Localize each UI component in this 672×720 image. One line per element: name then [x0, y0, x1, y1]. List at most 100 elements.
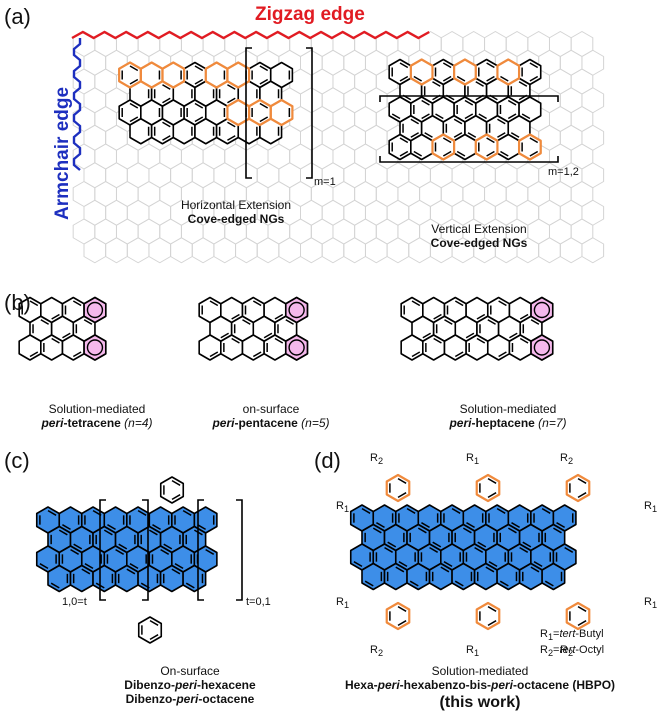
r2-bottom-left: R2 — [370, 644, 383, 658]
lattice-hexagon — [343, 237, 366, 264]
double-bond — [451, 507, 461, 514]
double-bond — [498, 351, 507, 358]
double-bond — [440, 566, 450, 573]
double-bond — [456, 150, 466, 157]
double-bond — [149, 619, 159, 626]
lattice-hexagon — [581, 162, 605, 189]
double-bond — [478, 113, 487, 120]
lattice-hexagon — [213, 162, 237, 189]
double-bond — [372, 527, 382, 534]
lattice-hexagon — [332, 106, 356, 132]
double-bond — [476, 337, 486, 344]
double-bond — [417, 527, 427, 534]
r: R — [644, 500, 652, 512]
rs: 2 — [567, 648, 574, 659]
m12-label: m=1,2 — [548, 166, 579, 178]
double-bond — [285, 319, 294, 325]
caption-suffix: -heptacene — [471, 416, 535, 430]
double-bond — [353, 561, 363, 568]
cap-c2a: Dibenzo- — [124, 678, 175, 692]
double-bond — [530, 319, 540, 325]
double-bond — [507, 113, 517, 120]
rs: 1 — [343, 600, 350, 611]
cap-c2b: peri — [174, 678, 197, 692]
lattice-hexagon — [115, 143, 139, 170]
r: R — [560, 452, 568, 464]
r: R — [560, 644, 568, 656]
highlighted-ring — [284, 296, 309, 324]
double-bond — [511, 522, 520, 529]
double-bond — [162, 97, 171, 104]
double-bond — [197, 524, 206, 531]
r1-right-bottom: R1 — [644, 596, 657, 610]
rs: 1 — [343, 504, 350, 515]
lg1c: = — [553, 628, 560, 640]
lg2b: 2 — [547, 648, 554, 659]
lattice-hexagon — [570, 31, 594, 57]
bracket — [236, 499, 243, 601]
double-bond — [259, 102, 269, 109]
lattice-hexagon — [289, 143, 312, 170]
cove-hexagon — [269, 98, 294, 127]
double-bond — [497, 118, 506, 125]
double-bond — [72, 300, 82, 307]
lattice-hexagon — [148, 237, 172, 264]
double-bond — [242, 319, 251, 325]
lattice-hexagon — [343, 124, 366, 151]
lg1d: tert — [559, 628, 576, 640]
m1-label: m=1 — [314, 176, 336, 188]
highlighted-ring — [530, 296, 554, 324]
lattice-hexagon — [397, 181, 421, 207]
double-bond — [475, 81, 484, 87]
double-bond — [115, 548, 125, 555]
r: R — [370, 644, 378, 656]
double-bond — [263, 332, 273, 339]
double-bond — [518, 81, 528, 87]
lattice-hexagon — [581, 199, 605, 226]
peri-heptacene-caption: Solution-mediated peri-heptacene (n=7) — [428, 402, 588, 430]
double-bond — [556, 522, 566, 529]
double-bond — [47, 509, 57, 516]
peri-pentacene-caption: on-surface peri-pentacene (n=5) — [196, 402, 346, 430]
double-bond — [39, 563, 49, 570]
panel-c-caption: On-surface Dibenzo-peri-hexacene Dibenzo… — [90, 664, 290, 706]
double-bond — [126, 568, 136, 575]
bracket — [379, 95, 559, 102]
double-bond — [474, 546, 484, 553]
highlighted-ring — [530, 334, 554, 361]
lattice-hexagon — [105, 124, 128, 151]
zigzag-edge-path — [71, 30, 430, 40]
rs: 1 — [651, 504, 658, 515]
double-bond — [429, 546, 439, 553]
lattice-hexagon — [191, 162, 215, 189]
lattice-hexagon — [332, 181, 356, 207]
r2-top-left: R2 — [370, 452, 383, 466]
double-bond — [564, 546, 574, 553]
double-bond — [399, 62, 409, 69]
bracket — [197, 499, 204, 601]
double-bond — [466, 522, 475, 529]
repeat-brackets — [245, 47, 559, 179]
double-bond — [411, 351, 421, 358]
lg2a: R — [540, 644, 548, 656]
double-bond — [209, 300, 219, 307]
lattice-hexagon — [278, 237, 302, 264]
double-bond — [577, 620, 587, 627]
lattice-hexagon — [310, 106, 334, 132]
r1-left-top: R1 — [336, 500, 349, 514]
double-bond — [509, 332, 518, 339]
lattice-hexagon — [332, 218, 356, 245]
lattice-hexagon — [343, 87, 366, 114]
cap-d3: (this work) — [439, 694, 521, 711]
double-bond — [387, 541, 397, 548]
caption-suffix: -pentacene — [234, 416, 298, 430]
bracket — [379, 156, 559, 163]
double-bond — [577, 477, 587, 484]
peri-tetracene-caption: Solution-mediated peri-tetracene (n=4) — [22, 402, 172, 430]
double-bond — [259, 65, 269, 72]
lattice-hexagon — [364, 237, 388, 264]
double-bond — [477, 541, 487, 548]
double-bond — [205, 548, 215, 555]
v-ext-bold: Cove-edged NGs — [430, 236, 528, 250]
